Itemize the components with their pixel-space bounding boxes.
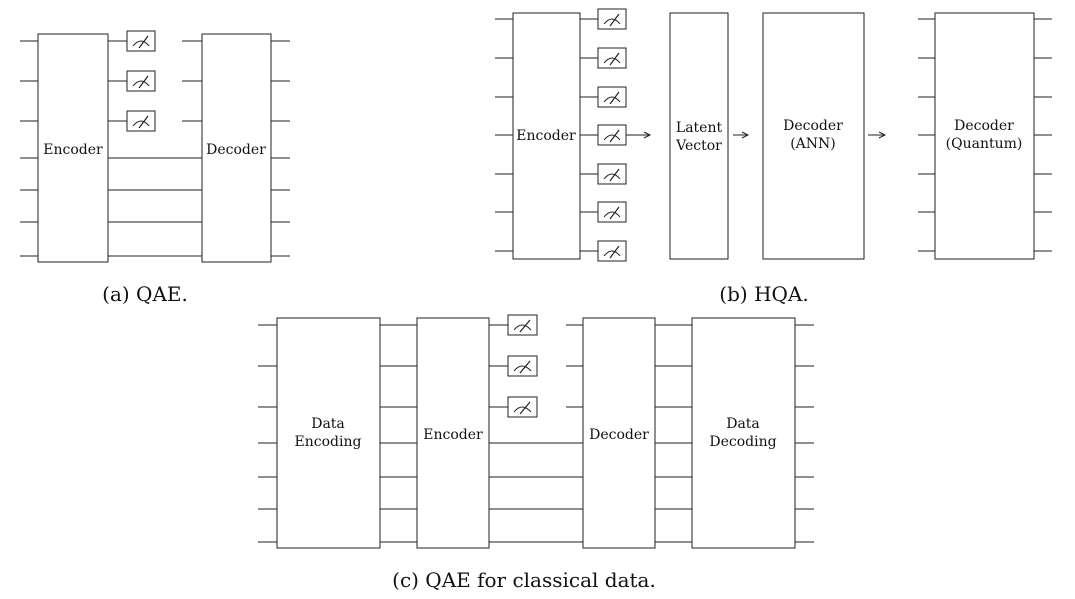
measurement-meter-icon <box>597 8 627 30</box>
panel-c-data-encoding-line1: Data <box>311 416 345 432</box>
panel-a-decoder-box <box>201 33 272 263</box>
panel-c-data-decoding-line1: Data <box>726 416 760 432</box>
panel-c-connecting-wires-1 <box>380 324 417 543</box>
panel-b-encoder-label: Encoder <box>516 128 576 144</box>
panel-b-encoder-box <box>512 12 581 260</box>
panel-c-data-encoding-box <box>276 317 381 549</box>
panel-b-hqa: Encoder <box>495 8 1052 306</box>
panel-a-caption: (a) QAE. <box>102 282 188 306</box>
panel-b-decoder-ann-line1: Decoder <box>783 118 843 134</box>
panel-b-decoder-ann-line2: (ANN) <box>790 136 836 152</box>
panel-c-data-encoding-line2: Encoding <box>295 434 362 450</box>
arrow-right-icon <box>868 131 887 139</box>
panel-b-decoder-quantum-line2: (Quantum) <box>946 136 1023 152</box>
panel-c-decoder-label: Decoder <box>589 427 649 443</box>
panel-a-qae: Encoder Decoder <box>20 30 290 306</box>
arrow-right-icon <box>733 131 750 139</box>
panel-c-output-wires <box>795 324 814 543</box>
measurement-meter-icon <box>126 70 156 92</box>
panel-b-decoder-quantum-line1: Decoder <box>954 118 1014 134</box>
panel-b-latent-label-line2: Vector <box>675 138 722 154</box>
panel-a-input-wires <box>20 40 38 257</box>
measurement-meter-icon <box>126 110 156 132</box>
panel-a-output-wires <box>271 40 290 257</box>
panel-b-output-wires <box>1034 18 1052 252</box>
panel-b-input-wires <box>495 18 513 252</box>
measurement-meter-icon <box>597 47 627 69</box>
panel-c-caption: (c) QAE for classical data. <box>392 568 656 592</box>
panel-c-data-decoding-line2: Decoding <box>709 434 776 450</box>
measurement-meter-icon <box>507 355 538 377</box>
panel-b-meter-wires <box>580 18 598 252</box>
panel-b-decoder-quantum-box <box>934 12 1035 260</box>
panel-c-data-decoding-box <box>691 317 796 549</box>
measurement-meter-icon <box>597 124 627 146</box>
panel-c-qae-classical: Data Encoding Encoder <box>258 314 814 592</box>
panel-c-encoder-label: Encoder <box>423 427 483 443</box>
panel-a-decoder-label: Decoder <box>206 142 266 158</box>
panel-c-connecting-wires-2 <box>655 324 692 543</box>
measurement-meter-icon <box>126 30 156 52</box>
panel-c-decoder-box <box>582 317 656 549</box>
panel-a-encoder-box <box>37 33 109 263</box>
panel-b-decoder-ann-box <box>762 12 865 260</box>
panel-c-encoder-box <box>416 317 490 549</box>
panel-b-latent-label-line1: Latent <box>676 120 723 136</box>
measurement-meter-icon <box>507 396 538 418</box>
measurement-meter-icon <box>597 163 627 185</box>
panel-b-quantum-decoder-input-wires <box>918 18 935 252</box>
arrow-right-icon <box>626 131 652 139</box>
measurement-meter-icon <box>597 201 627 223</box>
measurement-meter-icon <box>507 314 538 336</box>
panel-c-input-wires <box>258 324 277 543</box>
measurement-meter-icon <box>597 240 627 262</box>
panel-b-latent-vector-box <box>669 12 729 260</box>
panel-b-caption: (b) HQA. <box>719 282 808 306</box>
panel-a-encoder-label: Encoder <box>43 142 103 158</box>
measurement-meter-icon <box>597 86 627 108</box>
